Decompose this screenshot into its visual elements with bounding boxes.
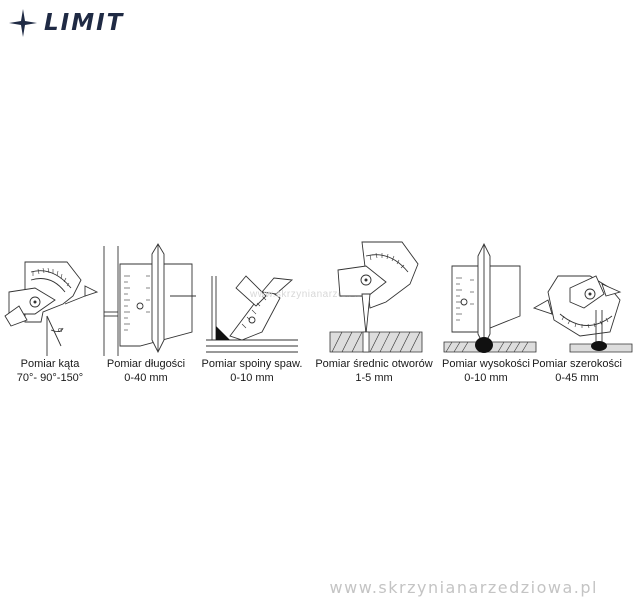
brand-logo: LIMIT: [8, 8, 124, 38]
height-diagram: [440, 236, 540, 356]
angle-title: Pomiar kąta: [20, 358, 80, 370]
width-caption: Pomiar szerokości 0-45 mm: [532, 357, 622, 385]
width-range: 0-45 mm: [555, 372, 599, 384]
length-title: Pomiar długości: [106, 358, 186, 370]
weld-range: 0-10 mm: [230, 372, 274, 384]
limit-star-icon: [9, 9, 37, 37]
brand-name: LIMIT: [44, 10, 125, 36]
width-title: Pomiar szerokości: [532, 358, 622, 370]
length-diagram: [100, 236, 200, 356]
length-caption: Pomiar długości 0-40 mm: [107, 357, 185, 385]
holes-diagram: [326, 236, 426, 356]
length-range: 0-40 mm: [124, 372, 168, 384]
width-diagram: [530, 236, 635, 356]
height-caption: Pomiar wysokości 0-10 mm: [442, 357, 530, 385]
weld-diagram: [202, 236, 302, 356]
angle-diagram: α: [5, 236, 100, 356]
site-watermark: www.skrzynianarzedziowa.pl: [329, 578, 598, 597]
holes-title: Pomiar średnic otworów: [315, 358, 433, 370]
svg-text:α: α: [58, 327, 62, 334]
height-title: Pomiar wysokości: [441, 358, 531, 370]
angle-range: 70°- 90°-150°: [16, 372, 84, 384]
holes-caption: Pomiar średnic otworów 1-5 mm: [315, 357, 432, 385]
weld-caption: Pomiar spoiny spaw. 0-10 mm: [202, 357, 303, 385]
faint-watermark: www.skrzynianarzedziowa.pl: [250, 289, 391, 300]
angle-caption: Pomiar kąta 70°- 90°-150°: [17, 357, 83, 385]
height-range: 0-10 mm: [464, 372, 508, 384]
weld-title: Pomiar spoiny spaw.: [201, 358, 303, 370]
holes-range: 1-5 mm: [355, 372, 393, 384]
